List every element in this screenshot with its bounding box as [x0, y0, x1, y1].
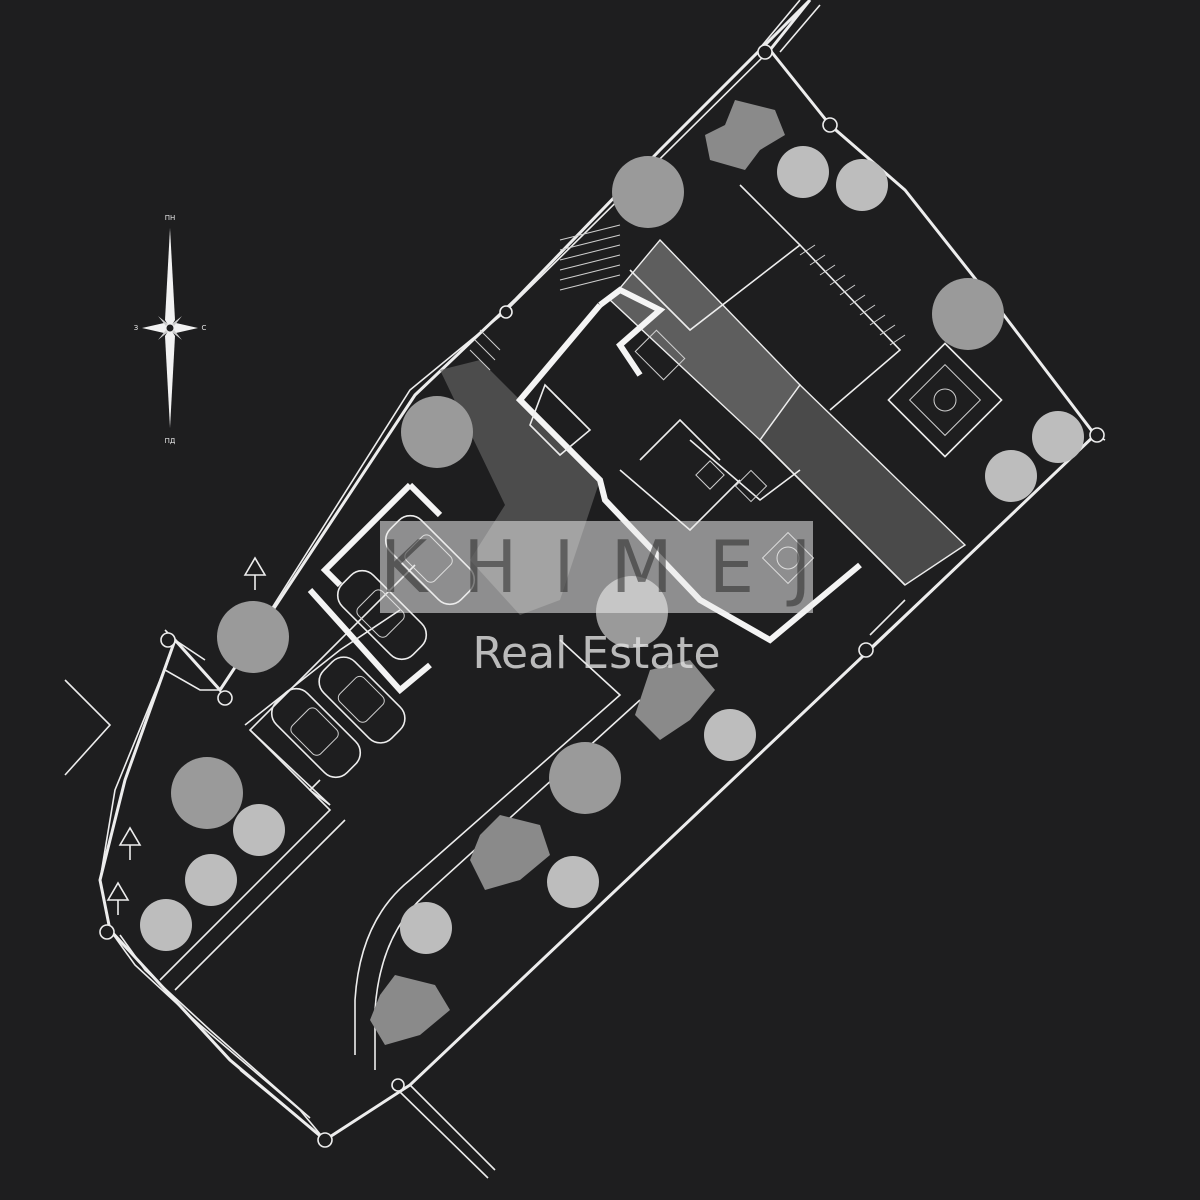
watermark-subtitle: Real Estate — [472, 628, 721, 679]
shrub — [635, 660, 715, 740]
compass-west-label: З — [134, 324, 139, 332]
watermark-mark: KHIMEJ — [380, 525, 848, 609]
tree — [400, 902, 452, 954]
tree — [777, 146, 829, 198]
tree — [547, 856, 599, 908]
car-4 — [270, 687, 362, 779]
boundary-posts — [99, 44, 1105, 1148]
stairs — [469, 224, 621, 371]
parking-area — [244, 482, 443, 806]
tree — [932, 278, 1004, 350]
compass-north-label: ПН — [165, 214, 176, 222]
tree — [185, 854, 237, 906]
tree — [1032, 411, 1084, 463]
tree — [233, 804, 285, 856]
shrub — [705, 100, 785, 170]
tree — [985, 450, 1037, 502]
compass-east-label: С — [202, 324, 207, 332]
tree — [171, 757, 243, 829]
compass-south-label: ПД — [165, 437, 176, 445]
tree — [549, 742, 621, 814]
tree — [612, 156, 684, 228]
shrub — [470, 815, 550, 890]
tree-symbols — [106, 556, 267, 915]
tree — [217, 601, 289, 673]
compass: ПН ПД З С — [134, 214, 207, 445]
trees — [140, 100, 1084, 1045]
watermark-logo: KHIMEJ — [380, 521, 813, 613]
tree — [401, 396, 473, 468]
terrace — [629, 184, 1003, 458]
tree — [704, 709, 756, 761]
car-3 — [318, 656, 406, 744]
tree — [140, 899, 192, 951]
shrub — [370, 975, 450, 1045]
tree — [836, 159, 888, 211]
